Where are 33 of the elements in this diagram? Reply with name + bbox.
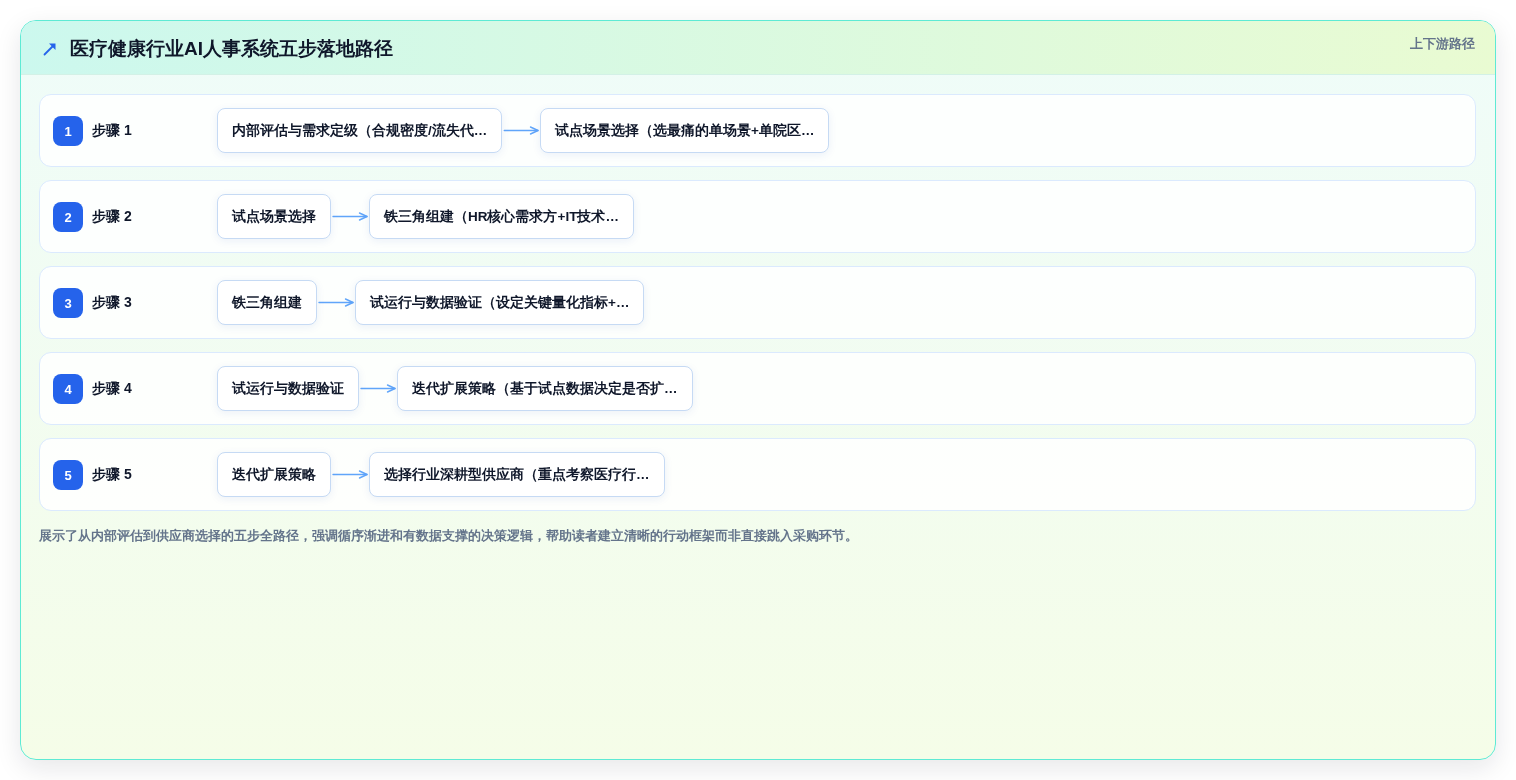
step-row (39, 438, 1476, 511)
process-box: 铁三角组建 (217, 280, 317, 325)
step-row (39, 266, 1476, 339)
process-box: 试运行与数据验证（设定关键量化指标+… (355, 280, 645, 325)
arrow (360, 384, 396, 393)
arrow (332, 470, 368, 479)
step-row (39, 94, 1476, 167)
process-box: 试点场景选择 (217, 194, 331, 239)
step-badge: 2 (53, 202, 83, 232)
step-label: 步骤 5 (92, 465, 132, 484)
title: 医疗健康行业AI人事系统五步落地路径 (70, 37, 393, 61)
process-box: 迭代扩展策略（基于试点数据决定是否扩… (397, 366, 693, 411)
process-box: 内部评估与需求定级（合规密度/流失代… (217, 108, 503, 153)
step-badge: 5 (53, 460, 83, 490)
process-box: 铁三角组建（HR核心需求方+IT技术… (369, 194, 634, 239)
process-box: 迭代扩展策略 (217, 452, 331, 497)
step-row (39, 180, 1476, 253)
step-badge: 3 (53, 288, 83, 318)
process-box: 试运行与数据验证 (217, 366, 359, 411)
step-badge: 1 (53, 116, 83, 146)
step-badge: 4 (53, 374, 83, 404)
caption: 展示了从内部评估到供应商选择的五步全路径，强调循序渐进和有数据支撑的决策逻辑，帮助读者建立清晰的行动框架而非直接跳入采购环节。 (39, 527, 858, 545)
arrow (318, 298, 354, 307)
step-label: 步骤 2 (92, 207, 132, 226)
process-box: 选择行业深耕型供应商（重点考察医疗行… (369, 452, 665, 497)
arrow (332, 212, 368, 221)
step-row (39, 352, 1476, 425)
process-box: 试点场景选择（选最痛的单场景+单院区… (540, 108, 830, 153)
arrow (503, 126, 539, 135)
step-label: 步骤 3 (92, 293, 132, 312)
header-note: 上下游路径 (1410, 36, 1475, 52)
step-label: 步骤 4 (92, 379, 132, 398)
step-label: 步骤 1 (92, 121, 132, 140)
